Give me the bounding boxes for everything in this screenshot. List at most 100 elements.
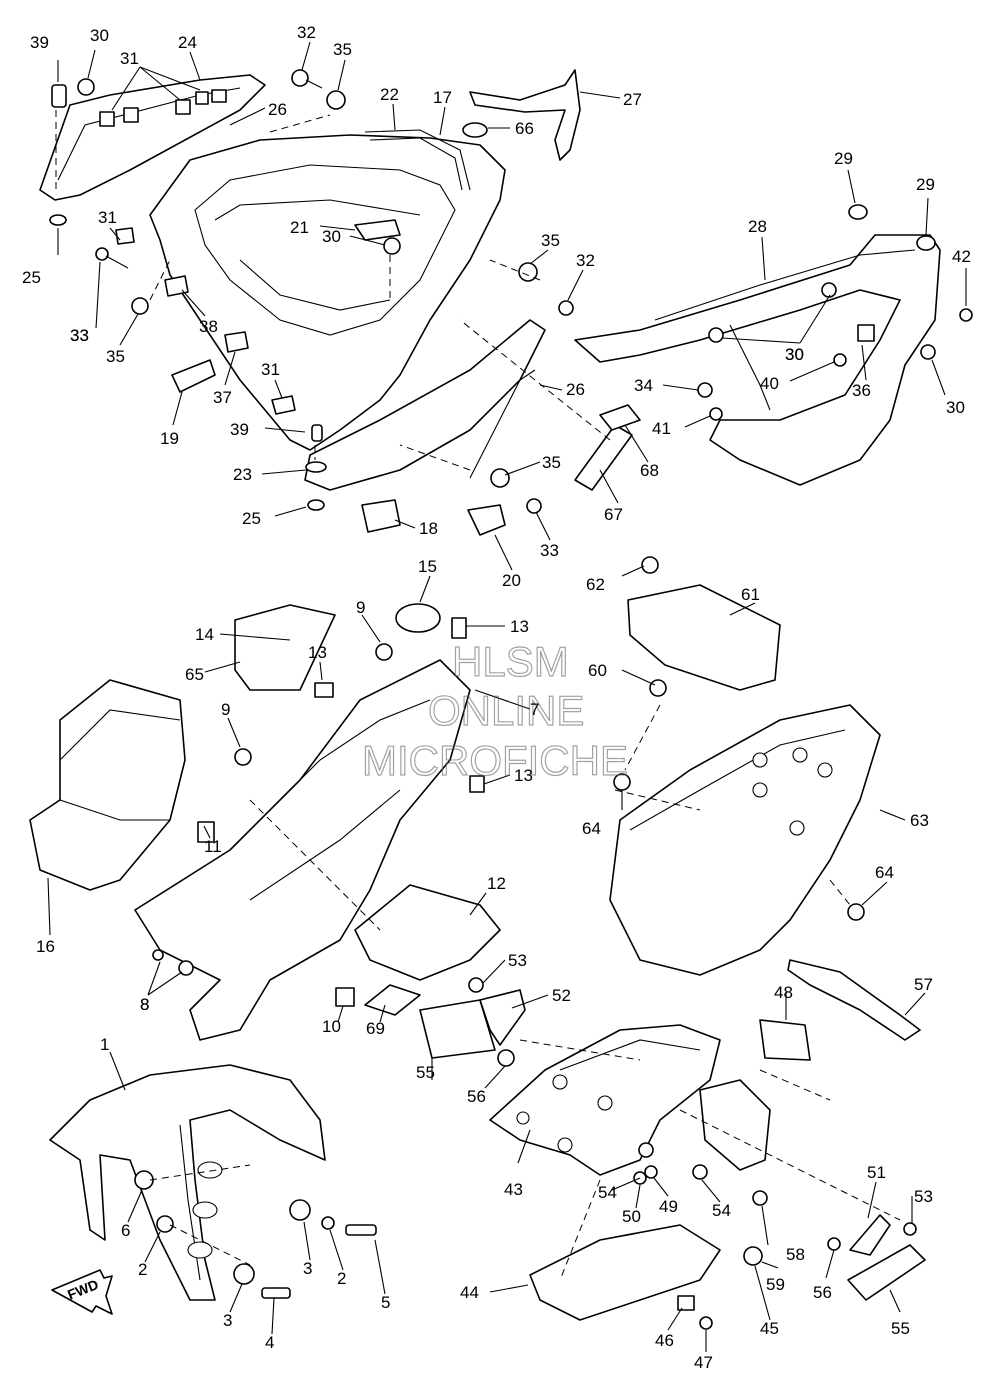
callout-label: 30 [946, 398, 965, 417]
callout-label: 69 [366, 1019, 385, 1038]
callout-label: 5 [381, 1293, 390, 1312]
callout-label: 66 [515, 119, 534, 138]
front-fender-1: FWD [49, 1064, 377, 1315]
callout-label: 19 [160, 429, 179, 448]
callout-label: 24 [178, 33, 197, 52]
callout-label: 3 [223, 1311, 232, 1330]
callout-label: 54 [598, 1183, 617, 1202]
callout-label: 11 [204, 837, 222, 856]
callout-label: 35 [542, 453, 561, 472]
callout-label: 41 [652, 419, 671, 438]
callout-label: 64 [582, 819, 601, 838]
rear-fender-assembly [419, 977, 926, 1330]
callout-label: 59 [766, 1275, 785, 1294]
callout-label: 25 [22, 268, 41, 287]
callout-label: 26 [566, 380, 585, 399]
callout-label: 2 [138, 1260, 147, 1279]
callout-label: 6 [121, 1221, 130, 1240]
damper-29 [848, 204, 868, 220]
callout-label: 33 [70, 326, 89, 345]
callout-label: 25 [242, 509, 261, 528]
callout-label: 35 [333, 40, 352, 59]
callout-label: 8 [140, 995, 149, 1014]
seat-cowl-17 [149, 134, 506, 451]
ring-15 [395, 603, 441, 633]
callout-label: 52 [552, 986, 571, 1005]
callout-label: 39 [230, 420, 249, 439]
callout-label: 30 [322, 227, 341, 246]
bracket-51 [849, 1214, 891, 1256]
fwd-arrow-icon [51, 1269, 113, 1315]
callout-label: 13 [510, 617, 529, 636]
watermark: HLSM ONLINE MICROFICHE [361, 637, 628, 784]
clip-20 [467, 504, 506, 536]
callout-label: 23 [233, 465, 252, 484]
plate-bracket-57 [787, 959, 921, 1041]
plate-48 [759, 1019, 811, 1061]
callout-label: 55 [891, 1319, 910, 1338]
cap-66 [462, 122, 488, 138]
callout-label: 9 [356, 598, 365, 617]
bracket-27 [469, 69, 581, 161]
callout-label: 27 [623, 90, 642, 109]
callout-label: 58 [786, 1245, 805, 1264]
bracket-19 [171, 359, 216, 393]
callout-label: 67 [604, 505, 623, 524]
strip-67 [574, 424, 633, 491]
callout-label: 68 [640, 461, 659, 480]
callout-label: 60 [588, 661, 607, 680]
callout-label: 30 [785, 345, 804, 364]
reflector-55-left [419, 999, 496, 1059]
leader-lines [47, 41, 967, 1352]
callout-labels: 1 2 2 3 3 4 5 6 7 8 8 9 9 10 11 12 13 13… [22, 23, 971, 1372]
frame-bracket-28 [574, 204, 973, 486]
block-10 [335, 987, 355, 1007]
callout-label: 31 [98, 208, 117, 227]
callout-label: 54 [712, 1201, 731, 1220]
callout-label: 33 [540, 541, 559, 560]
callout-label: 62 [586, 575, 605, 594]
watermark-line-3: MICROFICHE [362, 737, 628, 784]
callout-label: 43 [504, 1180, 523, 1199]
pad-69 [364, 984, 421, 1016]
callout-label: 12 [487, 874, 506, 893]
pad-12 [354, 884, 501, 981]
bracket-52 [479, 989, 526, 1046]
callout-label: 14 [195, 625, 214, 644]
callout-label: 46 [655, 1331, 674, 1350]
reflector-55-right [847, 1244, 926, 1301]
callout-label: 29 [834, 149, 853, 168]
callout-label: 13 [308, 643, 327, 662]
callout-label: 22 [380, 85, 399, 104]
pad-37 [224, 331, 249, 353]
callout-label: 31 [120, 49, 139, 68]
callout-label: 49 [659, 1197, 678, 1216]
callout-label: 32 [297, 23, 316, 42]
callout-label: 57 [914, 975, 933, 994]
callout-label: 16 [36, 937, 55, 956]
callout-label: 40 [760, 374, 779, 393]
callout-label: 17 [433, 88, 452, 107]
callout-label: 35 [106, 347, 125, 366]
callout-label: 48 [774, 983, 793, 1002]
callout-label: 31 [261, 360, 280, 379]
callout-label: 8 [140, 995, 149, 1014]
rear-inner-fender-assembly [29, 603, 501, 1041]
callout-label: 13 [514, 766, 533, 785]
callout-label: 65 [185, 665, 204, 684]
callout-label: 53 [914, 1187, 933, 1206]
callout-label: 44 [460, 1283, 479, 1302]
battery-box-16 [29, 679, 186, 891]
callout-label: 56 [813, 1283, 832, 1302]
bracket-61 [627, 584, 781, 691]
callout-label: 51 [867, 1163, 886, 1182]
callout-label: 4 [265, 1333, 274, 1352]
callout-label: 56 [467, 1087, 486, 1106]
callout-label: 36 [852, 381, 871, 400]
callout-label: 47 [694, 1353, 713, 1372]
callout-label: 42 [952, 247, 971, 266]
strip-68 [599, 404, 641, 431]
alignment-lines [55, 110, 901, 1281]
callout-label: 1 [100, 1035, 109, 1054]
